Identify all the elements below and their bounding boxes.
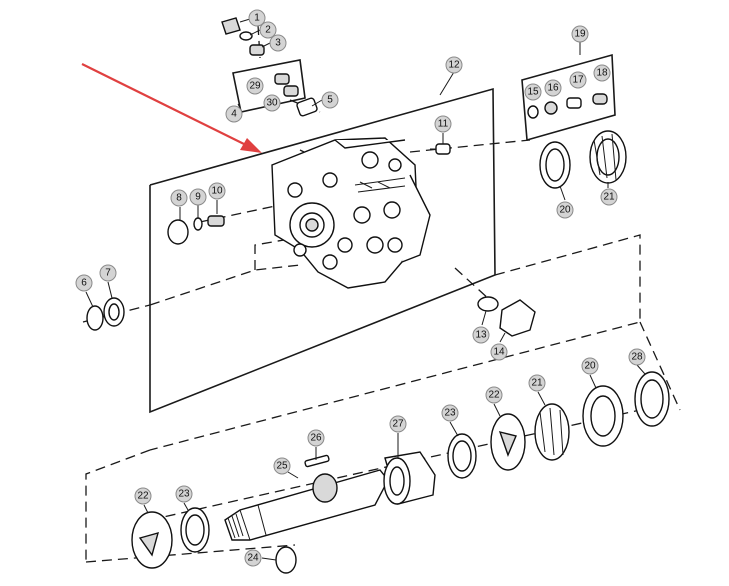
svg-text:23: 23 — [444, 408, 456, 419]
svg-text:17: 17 — [572, 75, 584, 86]
svg-text:22: 22 — [137, 491, 149, 502]
callout-30: 30 — [263, 94, 281, 112]
svg-text:10: 10 — [211, 186, 223, 197]
callout-26: 26 — [307, 429, 325, 447]
svg-text:2: 2 — [265, 25, 271, 36]
callout-2: 2 — [259, 21, 277, 39]
callout-11: 11 — [434, 115, 452, 133]
callout-27: 27 — [389, 415, 407, 433]
svg-text:14: 14 — [493, 347, 505, 358]
svg-text:27: 27 — [392, 419, 404, 430]
parts-13-14 — [477, 296, 536, 337]
upper-bearings-20-21 — [539, 130, 627, 189]
callout-3: 3 — [269, 34, 287, 52]
callout-23-left: 23 — [175, 485, 193, 503]
callout-21-lower: 21 — [528, 374, 546, 392]
callout-20-upper: 20 — [556, 201, 574, 219]
svg-text:12: 12 — [448, 60, 460, 71]
valve-kit-panel — [232, 59, 306, 113]
svg-text:16: 16 — [547, 83, 559, 94]
callout-18: 18 — [593, 64, 611, 82]
callout-16: 16 — [544, 79, 562, 97]
callout-25: 25 — [273, 457, 291, 475]
svg-text:24: 24 — [247, 553, 259, 564]
svg-text:26: 26 — [310, 433, 322, 444]
callout-7: 7 — [99, 264, 117, 282]
svg-text:29: 29 — [249, 81, 261, 92]
left-rings-22-23-24 — [131, 507, 297, 574]
rings-6-7 — [86, 297, 125, 331]
svg-text:21: 21 — [603, 192, 615, 203]
svg-text:7: 7 — [105, 268, 111, 279]
callout-9: 9 — [189, 188, 207, 206]
callout-4: 4 — [225, 105, 243, 123]
callout-14: 14 — [490, 343, 508, 361]
callout-15: 15 — [524, 83, 542, 101]
shaft-assembly — [224, 454, 389, 541]
callout-6: 6 — [75, 274, 93, 292]
svg-text:3: 3 — [275, 38, 281, 49]
callout-28: 28 — [628, 348, 646, 366]
callout-17: 17 — [569, 71, 587, 89]
part-27-sleeve — [383, 451, 436, 505]
callout-13: 13 — [472, 326, 490, 344]
svg-text:5: 5 — [327, 95, 333, 106]
callout-8: 8 — [170, 189, 188, 207]
pump-housing — [271, 137, 431, 289]
springs-29-30 — [274, 73, 299, 97]
parts-8-9-10 — [167, 215, 225, 245]
callout-12: 12 — [445, 56, 463, 74]
callout-22-left: 22 — [134, 487, 152, 505]
callout-23-right: 23 — [441, 404, 459, 422]
svg-text:21: 21 — [531, 378, 543, 389]
bearing-kit-items — [527, 93, 608, 119]
svg-text:23: 23 — [178, 489, 190, 500]
callout-21-upper: 21 — [600, 188, 618, 206]
svg-text:25: 25 — [276, 461, 288, 472]
svg-text:19: 19 — [574, 29, 586, 40]
bearing-kit-panel — [521, 53, 616, 142]
svg-text:6: 6 — [81, 278, 87, 289]
callout-24: 24 — [244, 549, 262, 567]
svg-text:1: 1 — [254, 13, 260, 24]
svg-text:13: 13 — [475, 330, 487, 341]
svg-text:11: 11 — [438, 119, 449, 130]
svg-text:20: 20 — [584, 361, 596, 372]
svg-text:30: 30 — [266, 98, 278, 109]
callout-19: 19 — [571, 25, 589, 43]
red-arrow-annotation — [81, 63, 262, 153]
part-11-plug — [430, 143, 451, 155]
callout-1: 1 — [248, 9, 266, 27]
svg-text:9: 9 — [195, 192, 201, 203]
callout-22-right: 22 — [485, 386, 503, 404]
lower-rings — [447, 371, 670, 479]
svg-text:8: 8 — [176, 193, 182, 204]
callout-29: 29 — [246, 77, 264, 95]
svg-text:15: 15 — [527, 87, 539, 98]
svg-text:20: 20 — [559, 205, 571, 216]
callout-20-lower: 20 — [581, 357, 599, 375]
svg-text:18: 18 — [596, 68, 608, 79]
svg-text:28: 28 — [631, 352, 643, 363]
callout-5: 5 — [321, 91, 339, 109]
callout-10: 10 — [208, 182, 226, 200]
svg-text:22: 22 — [488, 390, 500, 401]
svg-text:4: 4 — [231, 109, 237, 120]
valve-stack — [221, 17, 318, 117]
